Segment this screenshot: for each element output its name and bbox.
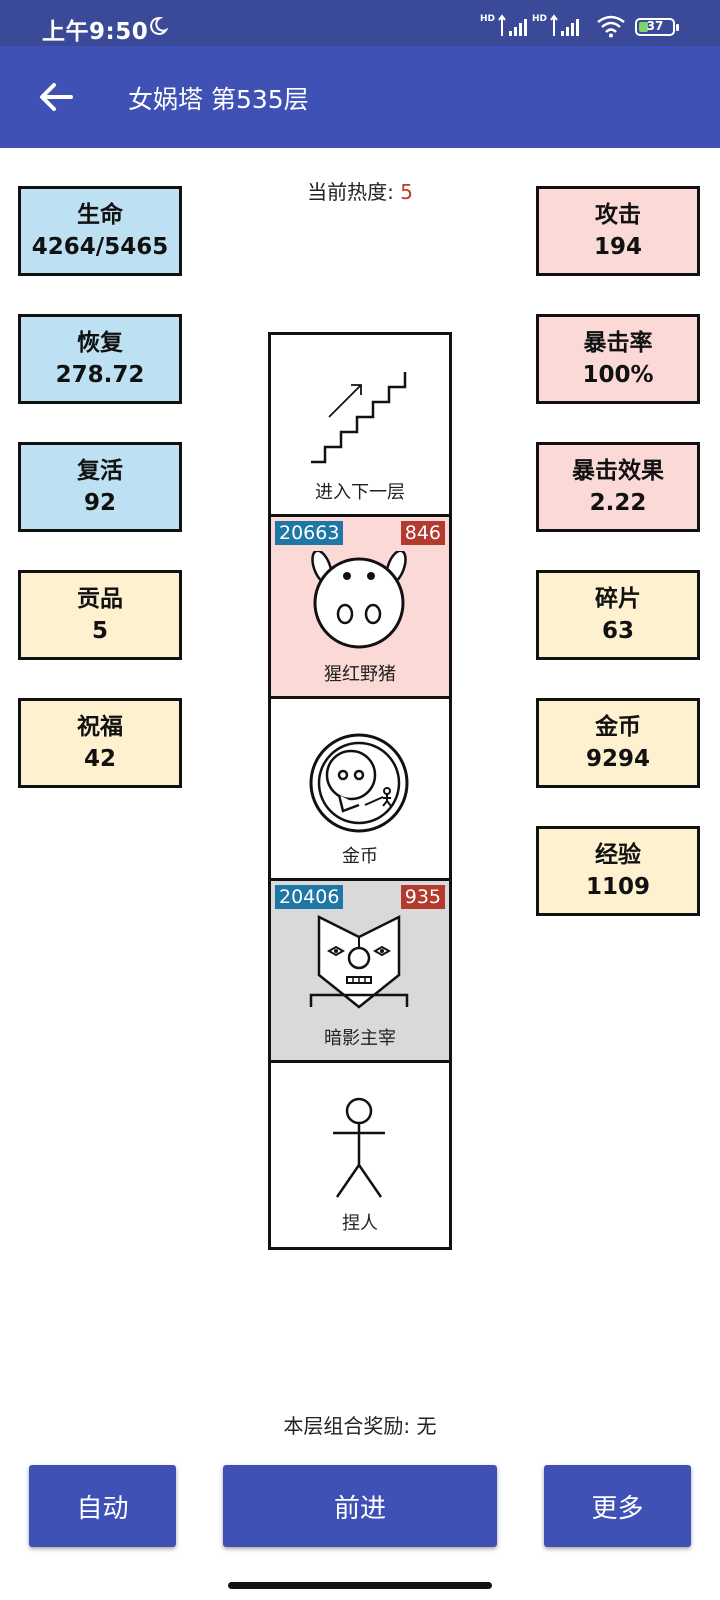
stat-name: 暴击率	[583, 330, 653, 356]
tower-column: 进入下一层 20663 846 猩红野猪 金币 2	[268, 332, 452, 1250]
heat-indicator: 当前热度: 5	[0, 176, 720, 205]
more-button[interactable]: 更多	[544, 1465, 691, 1547]
shadow-lord-icon	[309, 915, 409, 1009]
signal-icon-1	[498, 14, 527, 36]
stat-crit-rate: 暴击率 100%	[536, 314, 700, 404]
stat-value: 278.72	[55, 362, 145, 388]
stat-value: 92	[83, 490, 116, 516]
tower-cell-coin[interactable]: 金币	[271, 699, 449, 881]
hd-label-2: HD	[532, 14, 548, 24]
stat-name: 复活	[77, 458, 123, 484]
coin-icon	[309, 733, 409, 833]
cell-label: 猩红野猪	[324, 664, 396, 685]
stat-name: 生命	[77, 202, 123, 228]
enemy-attack-badge: 846	[400, 521, 445, 545]
stick-figure-icon	[333, 1097, 385, 1198]
enemy-hp-badge: 20406	[275, 885, 344, 909]
stat-fragments: 碎片 63	[536, 570, 700, 660]
cell-label: 暗影主宰	[324, 1028, 396, 1049]
stat-name: 贡品	[77, 586, 123, 612]
tower-cell-boar[interactable]: 20663 846 猩红野猪	[271, 517, 449, 699]
moon-icon	[150, 16, 168, 35]
stat-regen: 恢复 278.72	[18, 314, 182, 404]
wifi-icon	[597, 15, 625, 38]
stat-value: 1109	[585, 874, 650, 900]
stat-hp: 生命 4264/5465	[18, 186, 182, 276]
cell-label: 捏人	[342, 1213, 378, 1234]
battery-level: 37	[646, 19, 664, 33]
page-title: 女娲塔 第535层	[128, 85, 309, 114]
forward-button[interactable]: 前进	[223, 1465, 497, 1547]
stat-name: 祝福	[77, 714, 123, 740]
auto-button[interactable]: 自动	[29, 1465, 176, 1547]
heat-label: 当前热度:	[307, 180, 401, 204]
back-button[interactable]	[28, 72, 84, 122]
combo-reward-text: 本层组合奖励: 无	[283, 1414, 437, 1438]
stat-name: 经验	[595, 842, 641, 868]
app-bar: 女娲塔 第535层	[0, 46, 720, 148]
enemy-hp-badge: 20663	[275, 521, 344, 545]
stat-value: 100%	[582, 362, 654, 388]
tower-cell-character[interactable]: 捏人	[271, 1063, 449, 1245]
stat-value: 42	[83, 746, 116, 772]
stat-value: 63	[601, 618, 634, 644]
signal-icon-2	[550, 14, 579, 36]
stat-value: 9294	[585, 746, 650, 772]
stat-value: 194	[593, 234, 642, 260]
cell-label: 进入下一层	[315, 482, 405, 503]
stairs-icon	[311, 372, 407, 464]
battery-fill	[639, 22, 649, 32]
stat-name: 金币	[595, 714, 641, 740]
home-indicator[interactable]	[228, 1582, 492, 1589]
stat-value: 2.22	[589, 490, 647, 516]
status-bar: 上午9:50 HD HD 37	[0, 0, 720, 46]
status-time: 上午9:50	[42, 19, 149, 45]
tower-cell-shadow-lord[interactable]: 20406 935 暗影主宰	[271, 881, 449, 1063]
stat-name: 暴击效果	[572, 458, 664, 484]
stat-blessing: 祝福 42	[18, 698, 182, 788]
stat-exp: 经验 1109	[536, 826, 700, 916]
hd-label-1: HD	[480, 14, 496, 24]
stat-name: 攻击	[595, 202, 641, 228]
stat-crit-effect: 暴击效果 2.22	[536, 442, 700, 532]
stat-tribute: 贡品 5	[18, 570, 182, 660]
stat-value: 4264/5465	[31, 234, 169, 260]
tower-cell-stairs[interactable]: 进入下一层	[271, 335, 449, 517]
boar-icon	[311, 551, 407, 649]
stat-gold: 金币 9294	[536, 698, 700, 788]
stat-name: 碎片	[595, 586, 641, 612]
enemy-attack-badge: 935	[400, 885, 445, 909]
stat-revive: 复活 92	[18, 442, 182, 532]
heat-value: 5	[400, 180, 413, 204]
stat-attack: 攻击 194	[536, 186, 700, 276]
cell-label: 金币	[342, 846, 378, 867]
stat-name: 恢复	[77, 330, 123, 356]
stat-value: 5	[91, 618, 108, 644]
back-arrow-icon	[40, 83, 73, 111]
battery-icon: 37	[635, 18, 679, 36]
